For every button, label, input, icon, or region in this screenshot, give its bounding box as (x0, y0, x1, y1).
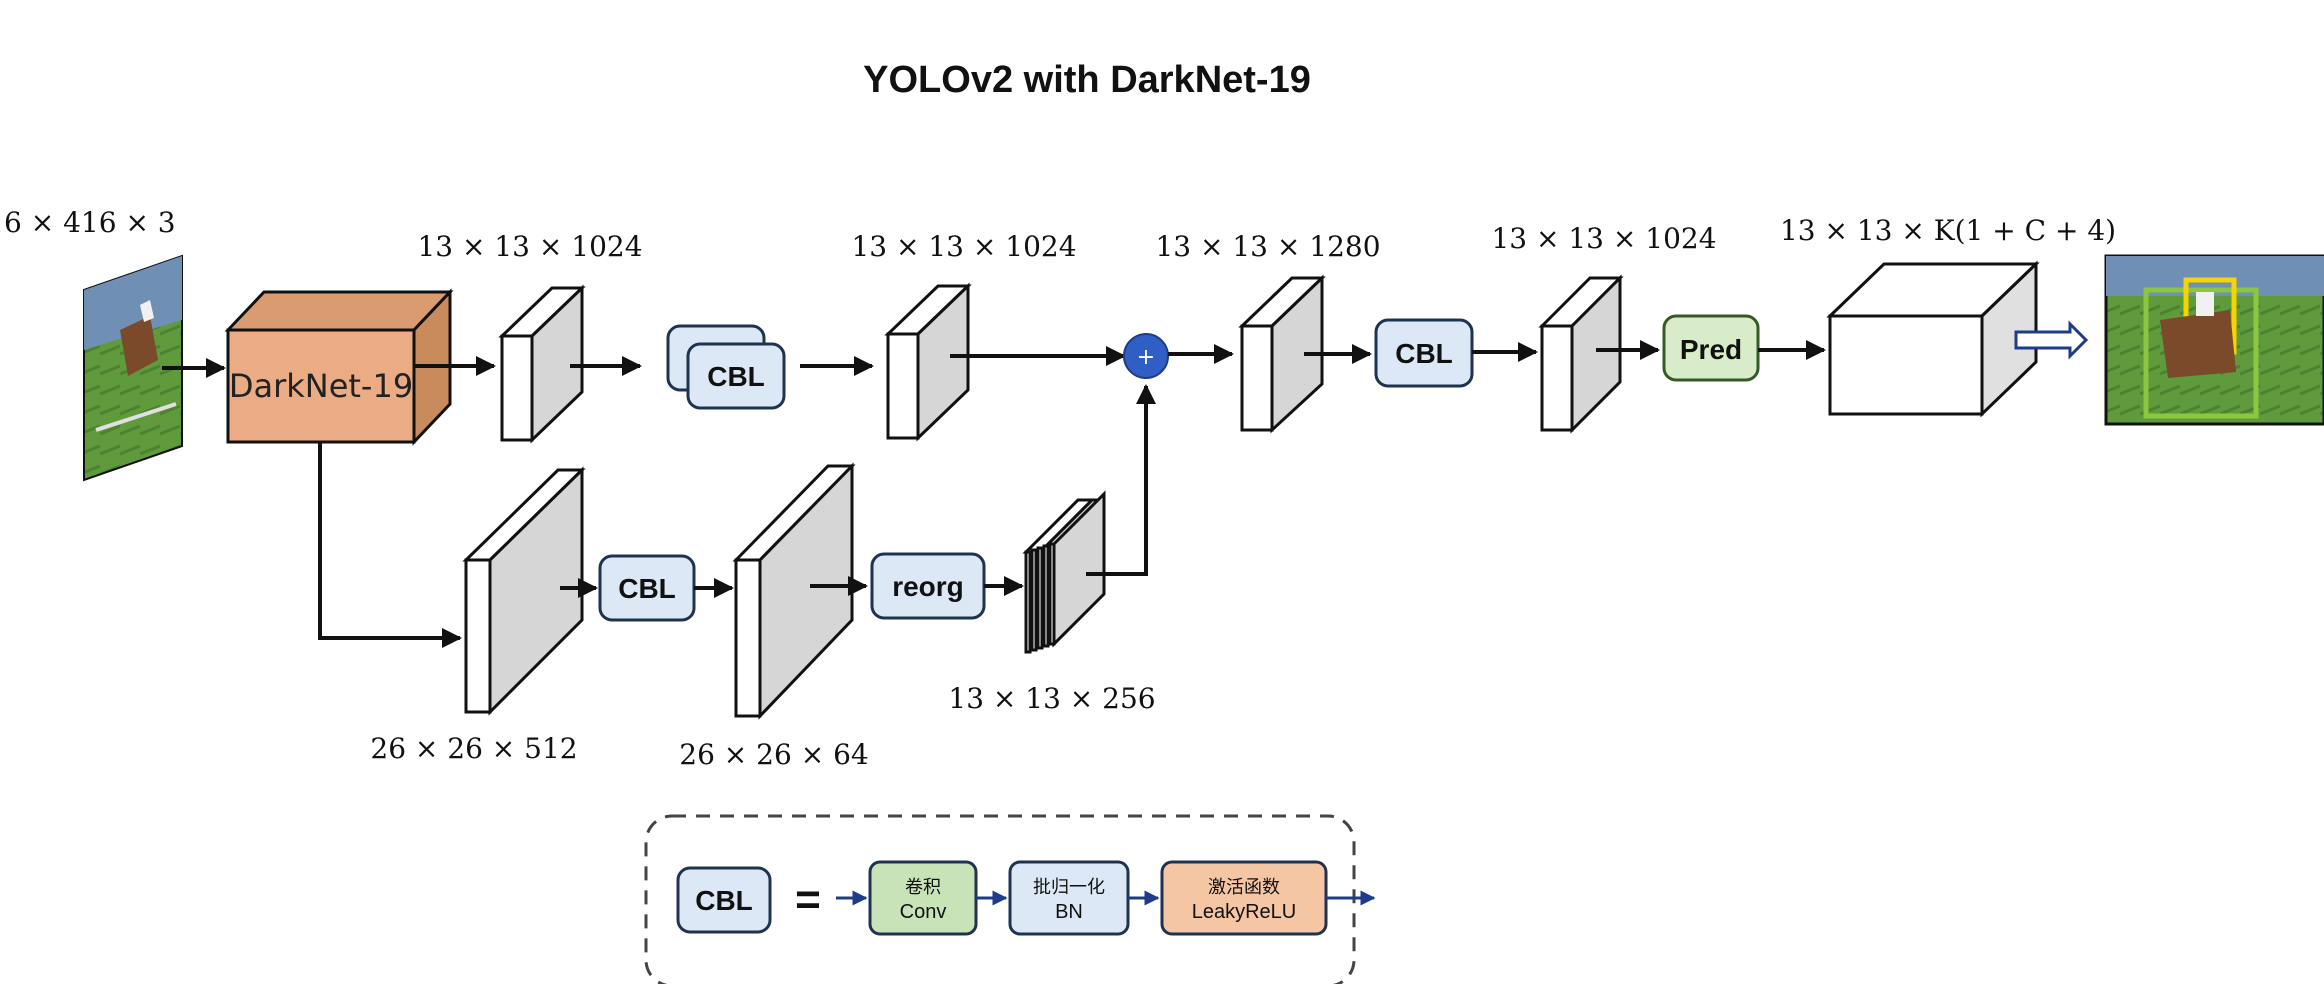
legend-cbl-label: CBL (695, 885, 753, 916)
legend-bn-block (1008, 860, 1130, 936)
backbone-out-label: 13 × 13 × 1024 (417, 230, 642, 263)
tensor-13x13x256-stack (1022, 490, 1106, 654)
legend-bn-en: BN (1055, 901, 1083, 923)
reorg-out-label: 13 × 13 × 256 (948, 682, 1155, 715)
legend-cbl-block (676, 866, 772, 934)
tensor-26x26x64 (732, 462, 856, 720)
legend-box (644, 814, 1356, 984)
branch1-label: 26 × 26 × 512 (370, 732, 577, 765)
darknet-19-block (224, 288, 454, 446)
output-tensor (1826, 260, 2040, 418)
legend-conv-en: Conv (900, 901, 947, 923)
cbl-label-3: CBL (618, 573, 676, 604)
tensor-13x13x1024-b (884, 282, 972, 442)
tensor-13x13x1280 (1238, 274, 1326, 434)
legend-conv-block (868, 860, 978, 936)
diagram-title: YOLOv2 with DarkNet-19 (863, 59, 1311, 101)
output-image (2104, 254, 2324, 426)
pred-out-label: 13 × 13 × K(1 + C + 4) (1780, 214, 2116, 247)
tensor-13x13x1024-c (1538, 274, 1624, 434)
concat-out-label: 13 × 13 × 1280 (1155, 230, 1380, 263)
cbl-out-label: 13 × 13 × 1024 (851, 230, 1076, 263)
legend-activation-block (1160, 860, 1328, 936)
input-image (83, 254, 183, 482)
input-dim-label: 416 × 416 × 3 (0, 206, 176, 239)
legend-act-cn: 激活函数 (1208, 877, 1280, 898)
cbl-label-1: CBL (707, 361, 765, 392)
legend-conv-cn: 卷积 (905, 877, 941, 898)
reorg-label: reorg (892, 571, 964, 602)
pred-label: Pred (1680, 334, 1742, 365)
tensor-26x26x512 (462, 466, 586, 716)
cbl-block-stacked (666, 324, 786, 410)
result-arrow (2014, 320, 2089, 360)
cbl-label-2: CBL (1395, 338, 1453, 369)
legend-equals: = (795, 875, 821, 924)
branch2-label: 26 × 26 × 64 (679, 738, 868, 771)
legend-act-en: LeakyReLU (1192, 901, 1297, 923)
darknet-label: DarkNet-19 (229, 367, 413, 405)
legend-bn-cn: 批归一化 (1033, 877, 1105, 898)
tensor-13x13x1024-a (498, 284, 586, 444)
cbl2-out-label: 13 × 13 × 1024 (1491, 222, 1716, 255)
concat-plus-symbol: + (1137, 345, 1155, 370)
